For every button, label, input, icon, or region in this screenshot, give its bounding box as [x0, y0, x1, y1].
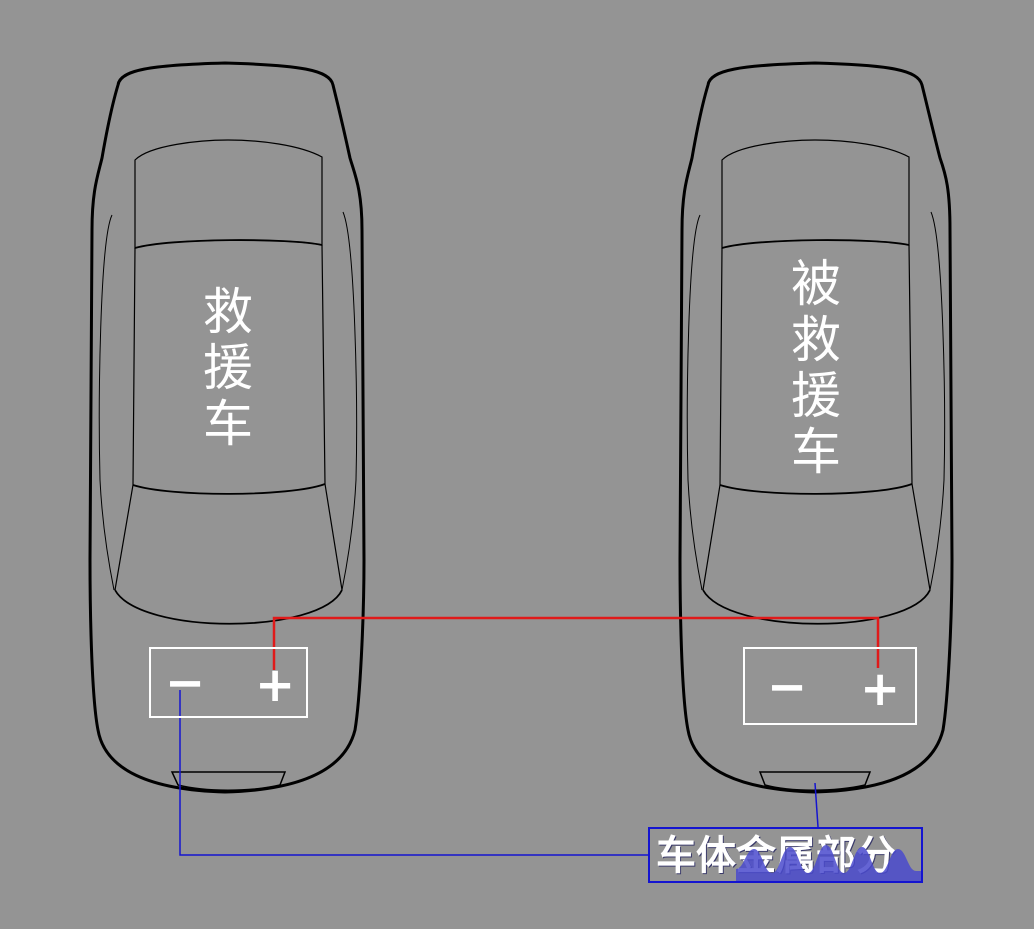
rescued-car-right-pillar [908, 244, 931, 591]
rescue-car-battery: − + [149, 647, 308, 718]
rescue-car-hood-line [114, 589, 343, 625]
rescued-car-label: 被救援车 [791, 255, 841, 481]
rescue-car-right-pillar [321, 244, 343, 591]
rescue-car [88, 61, 366, 794]
body-ground-lead [814, 782, 819, 828]
rescue-car-roof [134, 239, 323, 249]
positive-jumper-cable [272, 616, 880, 670]
rescued-battery-negative-terminal: − [767, 659, 808, 715]
rescue-car-windshield [134, 139, 323, 249]
ground-jumper-cable [179, 690, 648, 856]
rescued-car-roof [721, 239, 910, 249]
rescue-car-right-mirror [341, 211, 358, 591]
rescued-car-left-pillar [702, 247, 723, 591]
rescued-car [678, 61, 954, 794]
rescue-battery-positive-terminal: + [255, 657, 296, 713]
rescue-battery-negative-terminal: − [165, 655, 206, 711]
rescued-car-bumper [758, 771, 872, 791]
rescued-car-rear-window-line [719, 483, 913, 495]
rescued-car-battery: − + [743, 647, 917, 725]
rescue-car-left-mirror [98, 214, 115, 591]
rescued-car-left-mirror [686, 214, 703, 591]
wave-overlay-decoration [736, 845, 921, 881]
rescue-car-rear-window-line [132, 483, 326, 495]
rescue-car-body-outline [88, 61, 366, 794]
rescue-car-left-pillar [114, 247, 136, 591]
rescue-car-label: 救援车 [203, 283, 253, 453]
rescued-car-right-mirror [929, 211, 946, 591]
body-metal-label-box: 车体金属部分 [648, 827, 923, 883]
rescued-battery-positive-terminal: + [860, 661, 901, 717]
rescue-car-bumper [170, 771, 287, 791]
rescued-car-hood-line [702, 589, 931, 625]
rescued-car-body-outline [678, 61, 954, 794]
rescued-car-windshield [721, 139, 910, 249]
